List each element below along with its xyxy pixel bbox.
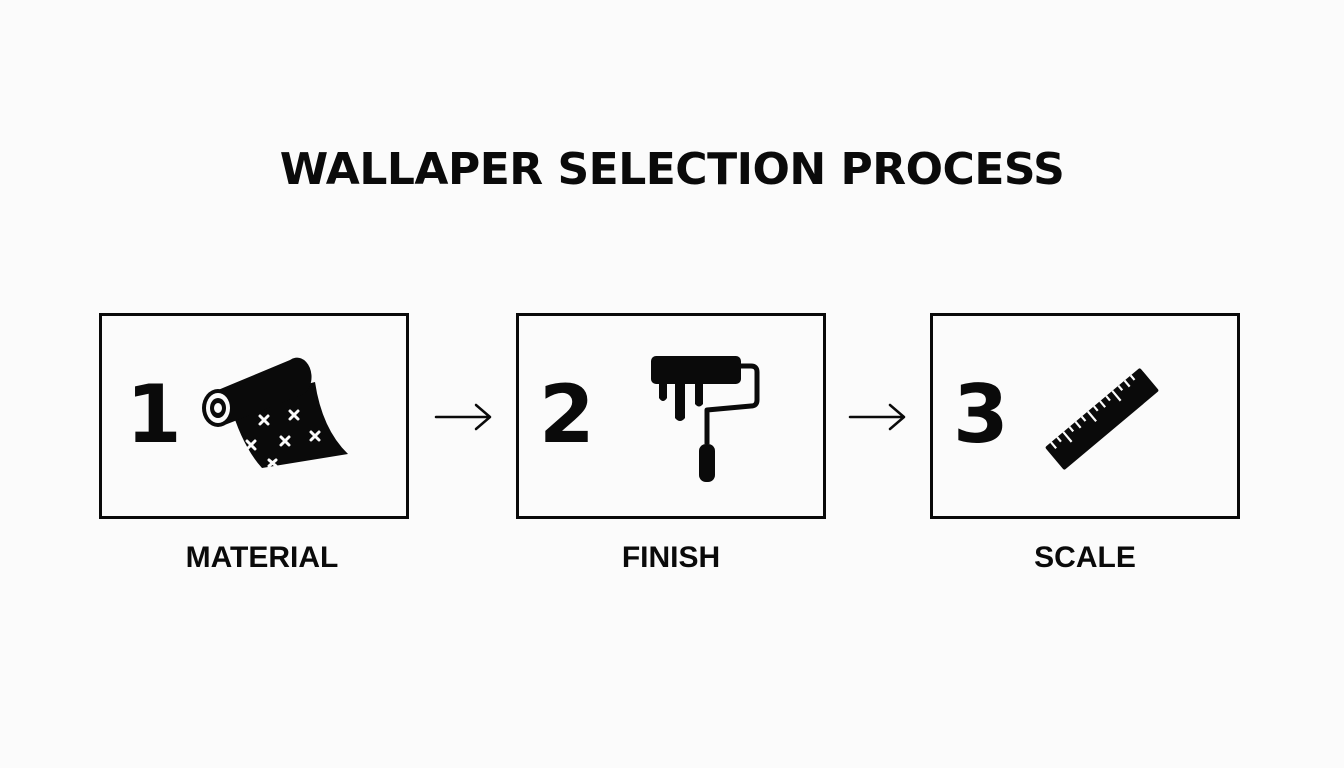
- step-box-scale: 3: [930, 313, 1240, 519]
- step-number: 2: [539, 368, 595, 461]
- step-label-material: MATERIAL: [185, 541, 339, 574]
- diagram-title: WALLAPER SELECTION PROCESS: [279, 144, 1065, 195]
- paint-roller-icon: [651, 356, 760, 482]
- step-number: 3: [953, 368, 1009, 461]
- step-box-material: 1: [99, 313, 409, 519]
- wallpaper-roll-icon: [202, 357, 348, 468]
- step-number: 1: [126, 368, 182, 461]
- step-label-scale: SCALE: [1034, 541, 1136, 574]
- right-arrow-icon: [848, 403, 906, 431]
- step-label-finish: FINISH: [621, 541, 721, 574]
- step-box-finish: 2: [516, 313, 826, 519]
- ruler-icon: [1045, 368, 1159, 470]
- right-arrow-icon: [434, 403, 492, 431]
